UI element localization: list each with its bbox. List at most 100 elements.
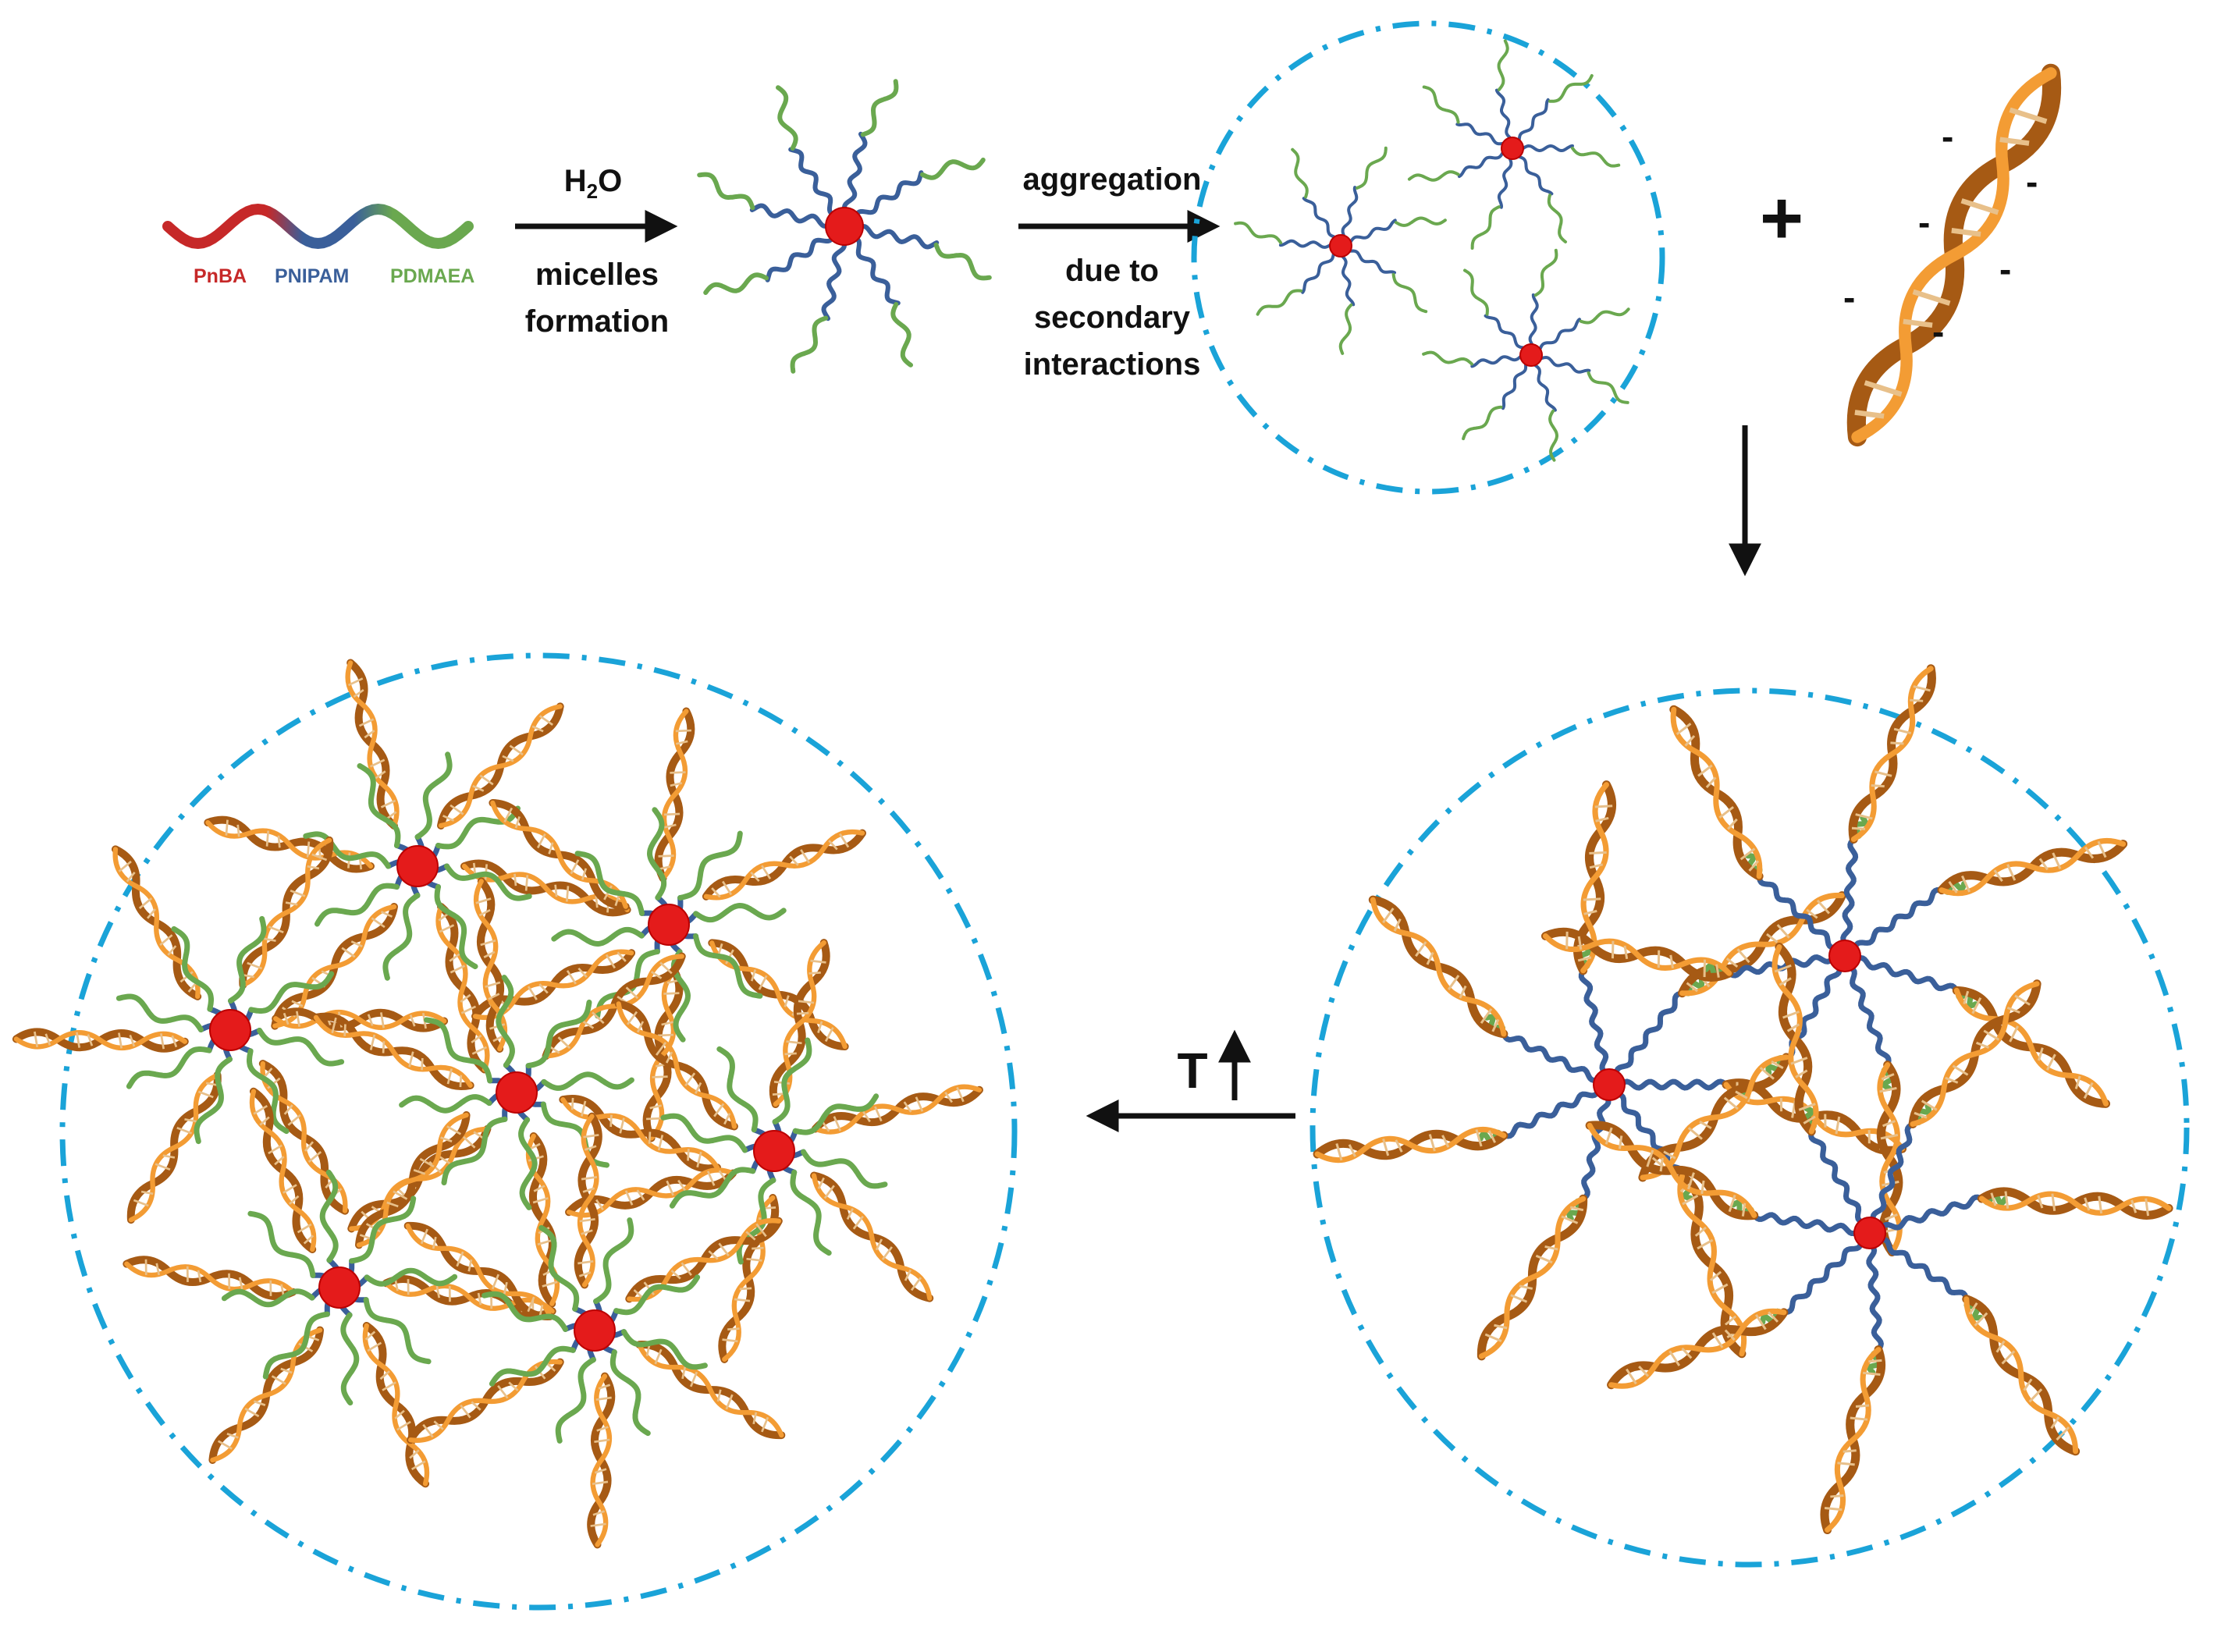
pdmaea-arm: [772, 1037, 812, 1124]
pnipam-arm: [1498, 1081, 1612, 1139]
pdmaea-arm: [349, 1195, 417, 1264]
dna-strand: [703, 826, 865, 904]
pdmaea-arm: [424, 1017, 493, 1084]
label-pnipam: PNIPAM: [275, 265, 350, 287]
pdmaea-arm: [525, 1000, 592, 1069]
pnipam-arm: [1867, 1194, 1988, 1238]
temperature-label: T: [1153, 1042, 1231, 1100]
pdmaea-arm: [693, 902, 787, 923]
dna-strand: [275, 1011, 444, 1029]
pdmaea-arm: [860, 79, 899, 137]
step2-label-line1: aggregation: [1022, 162, 1202, 197]
label-pnba: PnBA: [194, 265, 247, 287]
pnipam-arm: [1778, 1230, 1873, 1316]
micelle-core: [496, 1071, 538, 1114]
pdmaea-arm: [613, 1274, 701, 1316]
pdmaea-arm: [1291, 147, 1309, 199]
pdmaea-arm: [1587, 371, 1629, 404]
dna-strand: [1841, 64, 2068, 446]
micelle-core: [1828, 940, 1861, 972]
pdmaea-arm: [248, 971, 335, 1014]
pdmaea-arm: [551, 926, 645, 947]
micelle-core: [825, 207, 864, 246]
pdmaea-arm: [660, 1113, 748, 1153]
dna-strand: [16, 1032, 185, 1050]
pdmaea-arm: [801, 1149, 888, 1189]
plus-sign: +: [1759, 176, 1804, 260]
pdmaea-arm: [716, 1046, 759, 1133]
pdmaea-arm: [247, 1210, 316, 1278]
reagent-water: H2O: [538, 164, 648, 204]
aggregate-boundary: [1191, 20, 1665, 495]
pdmaea-arm: [669, 1167, 756, 1209]
pnipam-arm: [1723, 950, 1848, 979]
aggregate-boundary: [59, 652, 1018, 1611]
pdmaea-arm: [1497, 39, 1509, 91]
dna-strand: [1939, 836, 2125, 898]
pnipam-arm: [1842, 886, 1948, 959]
pdmaea-arm: [496, 975, 515, 1068]
pnipam-arm: [1749, 1210, 1873, 1236]
pnipam-arm: [1756, 870, 1848, 959]
pdmaea-arm: [541, 1071, 634, 1091]
pdmaea-arm: [319, 1169, 339, 1263]
aggregate-boundary: [1310, 687, 2190, 1568]
pdmaea-arm: [1422, 350, 1473, 366]
step1-label-line2: formation: [524, 304, 670, 339]
pdmaea-arm: [1533, 248, 1558, 297]
pdmaea-arm: [115, 993, 204, 1032]
pdmaea-arm: [194, 1057, 233, 1145]
pdmaea-arm: [609, 1349, 651, 1437]
pnipam-arm: [1840, 834, 1859, 959]
pdmaea-arm: [441, 1116, 508, 1185]
pdmaea-arm: [574, 851, 645, 916]
triblock-copolymer: [162, 203, 474, 250]
pdmaea-arm: [890, 302, 913, 368]
micelle-core: [753, 1130, 795, 1172]
step2-label-line3: secondary: [1033, 300, 1191, 335]
label-pdmaea: PDMAEA: [390, 265, 475, 287]
pnipam-arm: [1864, 1230, 1884, 1355]
pdmaea-arm: [1470, 205, 1501, 250]
pdmaea-arm: [933, 242, 992, 281]
dna-strand: [1608, 1305, 1787, 1393]
pdmaea-arm: [790, 1169, 832, 1256]
pdmaea-arm: [171, 925, 214, 1012]
dna-strand: [359, 1323, 432, 1486]
reagent-subscript: 2: [586, 179, 599, 203]
pdmaea-arm: [1463, 268, 1489, 316]
pdmaea-arm: [538, 1224, 580, 1312]
pdmaea-arm: [1571, 147, 1621, 168]
pdmaea-arm: [399, 1094, 492, 1114]
pdmaea-arm: [1548, 409, 1558, 462]
dna-strand: [814, 1082, 982, 1136]
dna-strand: [126, 1256, 294, 1300]
temperature-symbol: T: [1177, 1043, 1208, 1099]
pdmaea-arm: [1407, 170, 1460, 182]
pdmaea-arm: [1356, 146, 1388, 190]
micelle-core: [318, 1267, 361, 1309]
pdmaea-arm: [247, 1048, 290, 1135]
micelle-core: [648, 904, 690, 946]
pdmaea-arm: [792, 1093, 880, 1135]
pnipam-arm: [1578, 965, 1614, 1088]
micelle-core: [1501, 137, 1524, 160]
pdmaea-arm: [790, 315, 829, 374]
dna-strand: [403, 1220, 554, 1323]
pdmaea-arm: [703, 272, 769, 295]
reagent-o: O: [598, 164, 623, 198]
pdmaea-arm: [262, 1311, 330, 1380]
pdmaea-arm: [382, 893, 421, 981]
pnipam-arm: [1606, 1078, 1732, 1091]
pdmaea-arm: [593, 1217, 634, 1304]
pnipam-arm: [1808, 1125, 1873, 1236]
dna-charge: -: [2026, 162, 2038, 202]
pdmaea-arm: [482, 1291, 568, 1332]
micelle-core: [209, 1009, 251, 1051]
pdmaea-arm: [1395, 216, 1447, 227]
pdmaea-arm: [435, 805, 521, 850]
pdmaea-arm: [1579, 307, 1630, 325]
pnipam-arm: [1842, 953, 1961, 996]
dna-strand: [1544, 928, 1731, 982]
